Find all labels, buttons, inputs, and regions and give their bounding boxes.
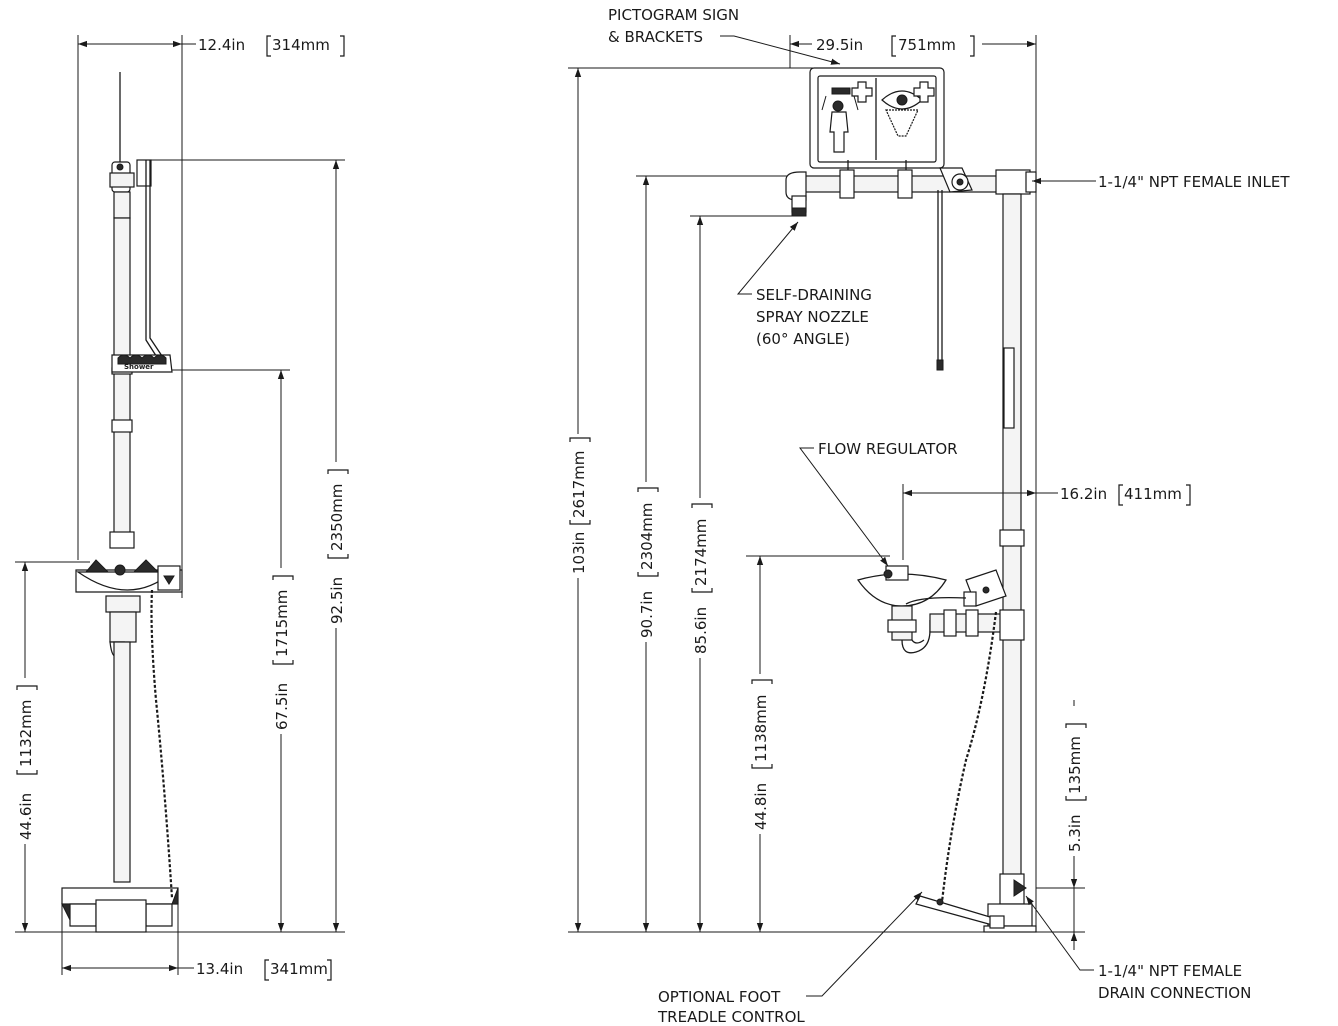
svg-text:2350mm: 2350mm (328, 484, 346, 551)
callout-pictogram-line2: & BRACKETS (608, 28, 703, 46)
side-base-width-mm: 341mm (270, 960, 328, 978)
svg-text:67.5in: 67.5in (273, 683, 291, 730)
svg-text:90.7in: 90.7in (638, 591, 656, 638)
callout-treadle-line2: TREADLE CONTROL (657, 1008, 805, 1026)
front-nozzle-height-mm: 2174mm (692, 519, 710, 586)
front-bowl-height-mm: 1138mm (752, 695, 770, 762)
svg-text:44.8in: 44.8in (752, 783, 770, 830)
callout-nozzle-line2: SPRAY NOZZLE (756, 308, 869, 326)
eyewash-pictogram-icon (881, 81, 935, 137)
svg-text:2617mm: 2617mm (570, 451, 588, 518)
front-drain-height-mm: 135mm (1066, 736, 1084, 794)
front-inlet-height-mm: 2304mm (638, 503, 656, 570)
pull-handle-text: Shower (124, 363, 154, 371)
svg-text:1132mm: 1132mm (17, 700, 35, 767)
front-bowl-offset-in: 16.2in (1060, 485, 1107, 503)
side-bowl-height-mm: 1132mm (17, 700, 35, 767)
front-bowl-offset-mm: 411mm (1124, 485, 1182, 503)
side-base-width-in: 13.4in (196, 960, 243, 978)
side-pull-height-in: 67.5in (273, 683, 291, 730)
svg-text:341mm: 341mm (270, 960, 328, 978)
svg-text:44.6in: 44.6in (17, 793, 35, 840)
svg-text:13.4in: 13.4in (196, 960, 243, 978)
svg-text:1138mm: 1138mm (752, 695, 770, 762)
front-bowl-height-in: 44.8in (752, 783, 770, 830)
svg-text:29.5in: 29.5in (816, 36, 863, 54)
callout-inlet: 1-1/4" NPT FEMALE INLET (1098, 173, 1290, 191)
front-view: 29.5in 751mm 103in 2617mm 90.7in 2304mm … (568, 6, 1290, 1026)
svg-text:16.2in: 16.2in (1060, 485, 1107, 503)
svg-text:103in: 103in (570, 532, 588, 574)
side-top-width-mm: 314mm (272, 36, 330, 54)
svg-text:2174mm: 2174mm (692, 519, 710, 586)
front-overall-height-in: 103in (570, 532, 588, 574)
side-bowl-height-in: 44.6in (17, 793, 35, 840)
front-overall-height-mm: 2617mm (570, 451, 588, 518)
front-sign-width-mm: 751mm (898, 36, 956, 54)
side-pull-height-mm: 1715mm (273, 590, 291, 657)
svg-text:314mm: 314mm (272, 36, 330, 54)
callout-treadle-line1: OPTIONAL FOOT (658, 988, 781, 1006)
callout-pictogram-line1: PICTOGRAM SIGN (608, 6, 739, 24)
side-shower-height-in: 92.5in (328, 577, 346, 624)
svg-text:85.6in: 85.6in (692, 607, 710, 654)
svg-text:751mm: 751mm (898, 36, 956, 54)
svg-text:92.5in: 92.5in (328, 577, 346, 624)
svg-text:5.3in: 5.3in (1066, 814, 1084, 852)
svg-text:1715mm: 1715mm (273, 590, 291, 657)
side-view: Shower 12.4in 314mm 13.4in (15, 35, 349, 981)
svg-text:2304mm: 2304mm (638, 503, 656, 570)
front-inlet-height-in: 90.7in (638, 591, 656, 638)
svg-text:12.4in: 12.4in (198, 36, 245, 54)
shower-pictogram-icon (821, 81, 873, 153)
callout-drain-line1: 1-1/4" NPT FEMALE (1098, 962, 1242, 980)
front-drain-height-in: 5.3in (1066, 814, 1084, 852)
svg-text:411mm: 411mm (1124, 485, 1182, 503)
callout-drain-line2: DRAIN CONNECTION (1098, 984, 1251, 1002)
callout-flow-regulator: FLOW REGULATOR (818, 440, 958, 458)
side-top-width-in: 12.4in (198, 36, 245, 54)
callout-nozzle-line1: SELF-DRAINING (756, 286, 872, 304)
front-nozzle-height-in: 85.6in (692, 607, 710, 654)
front-sign-width-in: 29.5in (816, 36, 863, 54)
svg-text:135mm: 135mm (1066, 736, 1084, 794)
callout-nozzle-line3: (60° ANGLE) (756, 330, 850, 348)
side-shower-height-mm: 2350mm (328, 484, 346, 551)
